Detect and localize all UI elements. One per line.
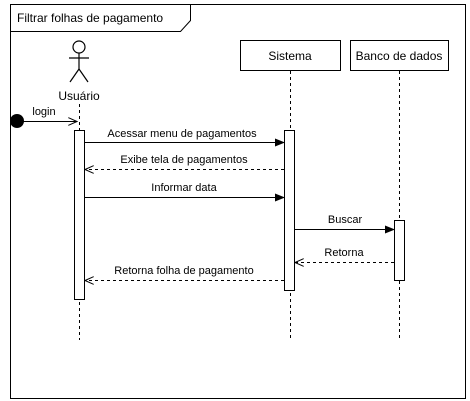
participant-database-label: Banco de dados [356, 49, 443, 63]
frame-title: Filtrar folhas de pagamento [17, 11, 163, 25]
participant-system-box [240, 40, 341, 71]
message-informar-label: Informar data [151, 182, 217, 194]
actor-icon [69, 40, 89, 83]
message-retorna-label: Retorna [324, 247, 364, 259]
message-acessar-label: Acessar menu de pagamentos [107, 128, 257, 140]
frame-title-tab [10, 4, 191, 32]
message-exibe-label: Exibe tela de pagamentos [120, 154, 248, 166]
participant-system-label: Sistema [268, 49, 312, 63]
activation-system [284, 130, 295, 291]
message-retorna-folha-label: Retorna folha de pagamento [114, 265, 253, 277]
participant-database-box [350, 40, 449, 71]
actor-label: Usuário [58, 89, 100, 103]
message-login-label: login [32, 106, 55, 118]
activation-actor [74, 130, 85, 300]
activation-database [394, 220, 405, 281]
message-buscar-label: Buscar [328, 214, 363, 226]
